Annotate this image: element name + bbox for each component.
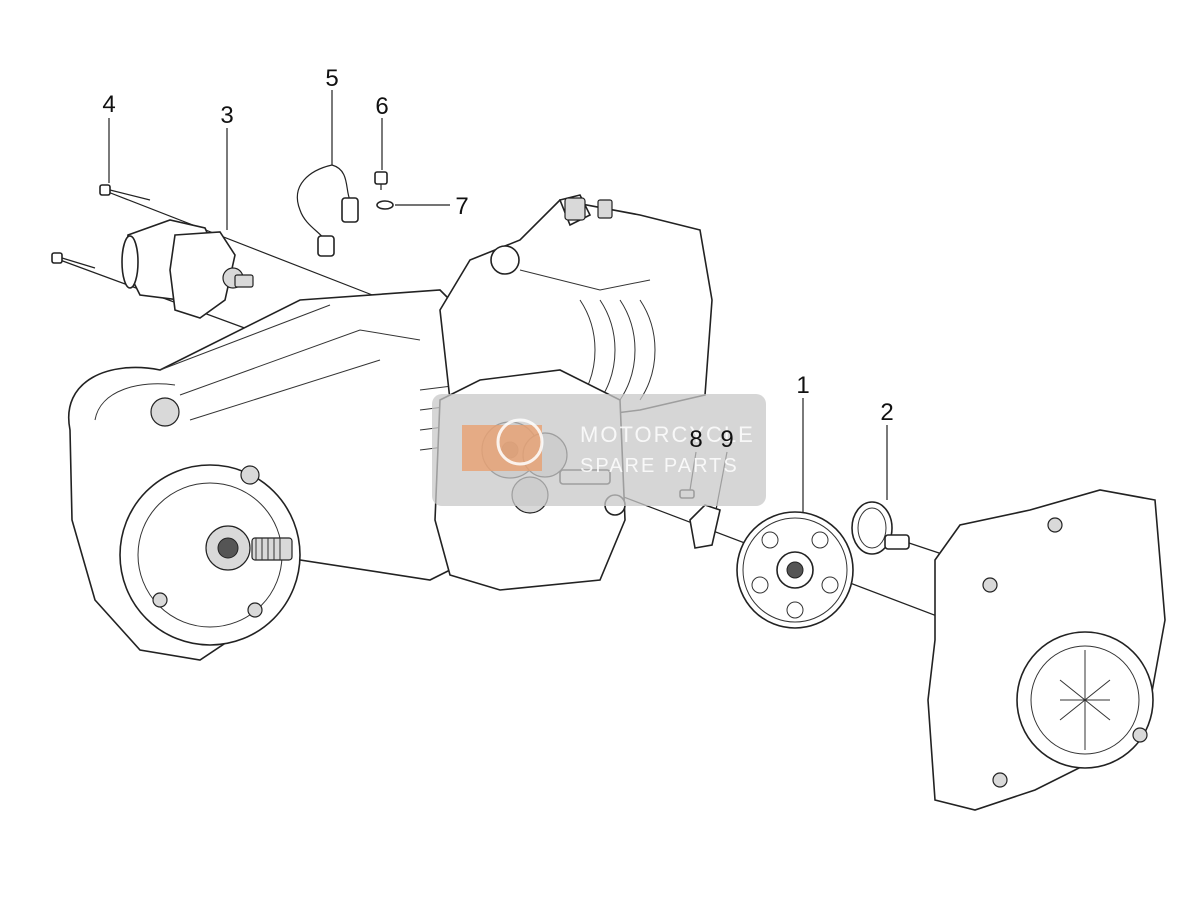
engine-crankcase <box>67 289 501 661</box>
callout-6: 6 <box>375 93 388 120</box>
callout-5: 5 <box>325 65 338 92</box>
pinion-gear <box>851 501 910 555</box>
bolts <box>51 184 151 269</box>
callout-2: 2 <box>880 399 893 426</box>
watermark-line2: SPARE PARTS <box>580 455 739 477</box>
callout-4: 4 <box>102 91 115 118</box>
starter-gear <box>736 511 854 629</box>
callout-8: 8 <box>689 426 702 453</box>
callout-9: 9 <box>720 426 733 453</box>
callout-3: 3 <box>220 102 233 129</box>
starter-motor <box>121 219 254 319</box>
flywheel-cover <box>927 489 1166 811</box>
watermark-line1: MOTORCYCLE <box>580 422 755 447</box>
screw-and-washer <box>374 171 394 210</box>
watermark: MOTORCYCLE SPARE PARTS <box>432 394 766 506</box>
callout-7: 7 <box>455 193 468 220</box>
wiring-harness <box>296 164 359 257</box>
callouts: 4 3 5 6 7 1 2 8 9 <box>102 65 893 453</box>
cylinder-head <box>439 194 713 421</box>
callout-1: 1 <box>796 372 809 399</box>
